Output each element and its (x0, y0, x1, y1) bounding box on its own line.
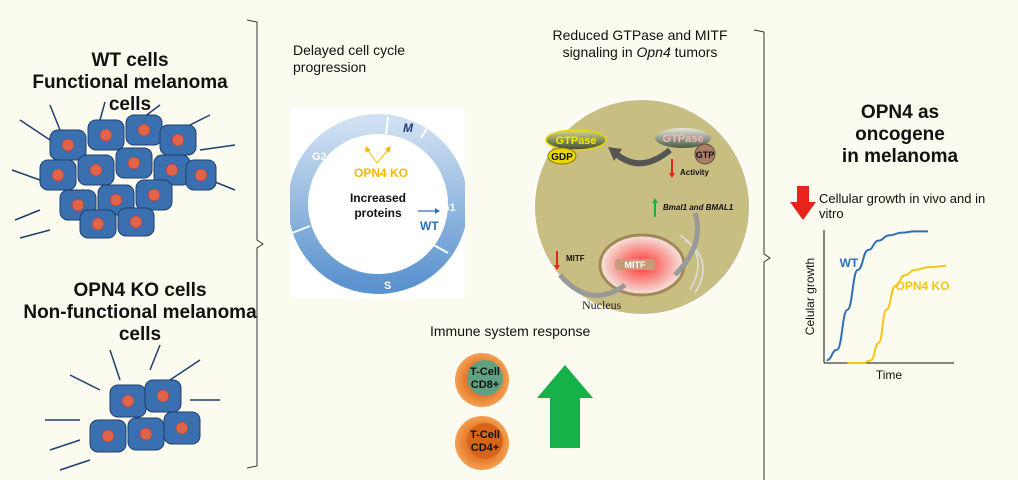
gtp-label: GTP (696, 150, 715, 160)
cd4-label-line1: T-Cell (470, 429, 500, 441)
t-cell-cd4: T-Cell CD4+ (455, 416, 509, 470)
left-bracket (246, 19, 264, 469)
mitf-label: MITF (566, 254, 585, 263)
cell-cycle-heading-line: progression (293, 59, 367, 75)
wt-melanoma-cells-illustration (11, 101, 236, 239)
conclusion-title-line: oncogene (855, 124, 945, 145)
cell-cycle-ring (290, 114, 465, 294)
signaling-diagram: GTPase GDP GTPase GTP Activity Bmal1 and… (533, 98, 751, 316)
wt-title-line: WT cells (91, 50, 169, 71)
gtpase-active-label: GTPase (556, 135, 597, 147)
cd8-label-line2: CD8+ (471, 379, 499, 391)
phase-m-label: M (403, 121, 414, 135)
bmal-arrow (673, 212, 700, 277)
y-axis-label: Celular growth (803, 258, 817, 335)
wt-title-line: cells (108, 94, 152, 115)
growth-text-line: vitro (819, 206, 844, 221)
wt-label: WT (420, 219, 439, 233)
ko-label: OPN4 KO (354, 166, 408, 180)
series-line-opn4-ko (847, 264, 947, 364)
growth-text: Cellular growth in vivo and in vitro (819, 191, 985, 221)
signaling-heading-line1: Reduced GTPase and MITF (552, 27, 728, 43)
wt-title-line: Functional melanoma (32, 72, 228, 93)
center-text-line1: Increased (350, 191, 406, 205)
gtpase-active: GTPase (545, 129, 607, 151)
conclusion-title-line: OPN4 as (860, 102, 940, 123)
activity-down-arrow-icon (669, 159, 675, 178)
growth-chart: Time Celular growth WT OPN4 KO (803, 230, 954, 382)
gtpase-inactive: GTPase (655, 128, 711, 148)
center-text-line2: proteins (354, 206, 402, 220)
immune-heading: Immune system response (430, 323, 591, 339)
gtp-molecule: GTP (694, 143, 716, 165)
cell-cycle-diagram: M G1 S G2 OPN4 KO Increased proteins WT (290, 114, 465, 294)
ko-cells-title: OPN4 KO cells Non-functional melanoma ce… (20, 280, 260, 346)
cell-cycle-heading-line: Delayed cell cycle (293, 42, 406, 58)
activity-label: Activity (680, 168, 709, 177)
signaling-heading: Reduced GTPase and MITF signaling in Opn… (535, 27, 745, 61)
growth-text-line: Cellular growth in vivo and in (819, 191, 986, 206)
cd8-label-line1: T-Cell (470, 366, 500, 378)
heading-gene-italic: Opn4 (636, 44, 671, 60)
growth-down-arrow-icon (790, 186, 816, 220)
right-bracket (753, 29, 771, 480)
gdp-label: GDP (551, 152, 573, 163)
series-line-wt (826, 230, 928, 362)
cd4-label-line2: CD4+ (471, 442, 499, 454)
conclusion-title-line: in melanoma (841, 146, 959, 167)
ko-title-line: cells (118, 324, 162, 345)
conclusion-title: OPN4 as oncogene in melanoma (820, 102, 980, 168)
ko-melanoma-cells-illustration (45, 344, 220, 471)
nucleus-label: Nucleus (582, 298, 622, 312)
series-label-opn4-ko: OPN4 KO (896, 279, 950, 293)
ko-title-line: OPN4 KO cells (73, 280, 207, 301)
bmal-up-arrow-icon (652, 198, 658, 217)
series-label-wt: WT (840, 256, 859, 270)
wt-cells-title: WT cells Functional melanoma cells (20, 50, 240, 116)
immune-up-arrow-icon (537, 365, 593, 448)
gtpase-inactive-label: GTPase (663, 133, 704, 145)
x-axis-label: Time (876, 368, 903, 382)
phase-g1-label: G1 (441, 202, 456, 214)
wt-arrow-icon (418, 208, 440, 214)
heading-text: signaling in (562, 44, 637, 60)
ko-title-line: Non-functional melanoma (23, 302, 257, 323)
ko-arrows-icon (365, 146, 391, 164)
heading-text: tumors (670, 44, 718, 60)
mitf-arrow (558, 273, 627, 298)
immune-diagram: T-Cell CD8+ T-Cell CD4+ (455, 353, 593, 470)
gdp-molecule: GDP (547, 147, 577, 165)
bmal-label: Bmal1 and BMAL1 (663, 203, 734, 212)
t-cell-cd8: T-Cell CD8+ (455, 353, 509, 407)
mitf-gene-label: MITF (625, 260, 646, 270)
conversion-arrow (613, 147, 672, 167)
phase-s-label: S (384, 280, 391, 292)
mitf-down-arrow-icon (554, 251, 560, 270)
cell-cycle-heading: Delayed cell cycle progression (293, 42, 405, 76)
signaling-heading-line2: signaling in Opn4 tumors (535, 44, 745, 61)
phase-g2-label: G2 (312, 151, 327, 163)
